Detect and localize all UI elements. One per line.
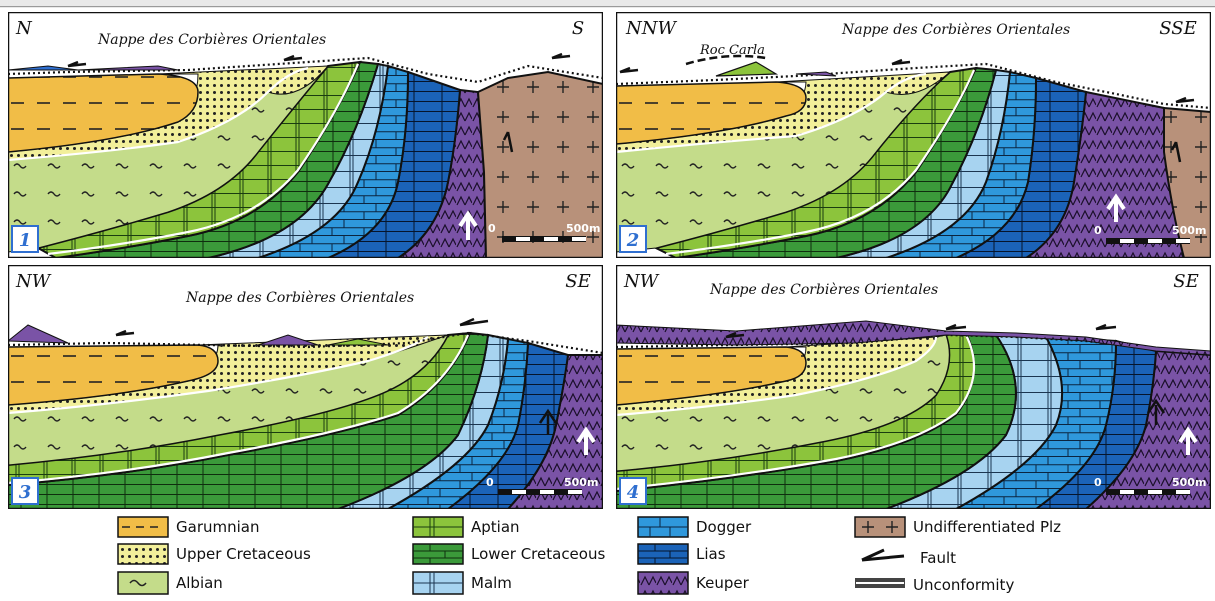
garumnian-unit (616, 346, 807, 406)
panel-4-title: Nappe des Corbières Orientales (709, 282, 938, 298)
plz-unit (476, 70, 603, 258)
section-panel-1: N S Nappe des Corbières Orientales 0 500… (8, 12, 603, 258)
svg-text:Upper Cretaceous: Upper Cretaceous (176, 545, 311, 563)
nappe-unit (616, 320, 1211, 356)
panel-3-title: Nappe des Corbières Orientales (185, 290, 414, 306)
section-panel-4: NW SE Nappe des Corbières Orientales 0 5… (616, 265, 1211, 509)
legend-item-keuper: Keuper (637, 571, 750, 595)
garumnian-unit (616, 81, 807, 145)
panel-4-left-orientation: NW (623, 271, 660, 292)
panel-1-scale-end: 500m (566, 222, 600, 235)
garumnian-unit (8, 344, 219, 406)
legend-item-lias: Lias (637, 543, 726, 565)
legend-item-dogger: Dogger (637, 516, 752, 538)
svg-text:Malm: Malm (471, 574, 512, 592)
panel-1-number: 1 (19, 230, 32, 251)
legend-item-aptian: Aptian (412, 516, 520, 538)
svg-text:Undifferentiated Plz: Undifferentiated Plz (913, 518, 1061, 536)
panel-1-left-orientation: N (15, 18, 33, 39)
legend-item-albian: Albian (117, 571, 223, 595)
legend: Garumnian Upper Cretaceous Albian Aptian… (117, 516, 1061, 595)
panel-2-title: Nappe des Corbières Orientales (841, 22, 1070, 38)
panel-3-number: 3 (19, 482, 32, 503)
legend-item-malm: Malm (412, 571, 512, 595)
section-panel-2: NNW SSE Nappe des Corbières Orientales R… (616, 12, 1211, 258)
panel-4-scale-end: 500m (1172, 476, 1206, 489)
svg-text:Dogger: Dogger (696, 518, 752, 536)
svg-text:Unconformity: Unconformity (913, 576, 1014, 594)
panel-2-left-orientation: NNW (625, 18, 678, 39)
legend-item-upper-cretaceous: Upper Cretaceous (117, 543, 311, 565)
svg-text:Lower Cretaceous: Lower Cretaceous (471, 545, 605, 563)
garumnian-unit (8, 73, 199, 153)
panel-3-left-orientation: NW (15, 271, 52, 292)
panel-4-number: 4 (627, 482, 640, 503)
panel-2-label: Roc Carla (699, 43, 765, 58)
panel-2-scale-start: 0 (1094, 224, 1102, 237)
panel-1-scale-start: 0 (488, 222, 496, 235)
svg-text:Albian: Albian (176, 574, 223, 592)
legend-item-lower-cretaceous: Lower Cretaceous (412, 543, 605, 565)
svg-text:Garumnian: Garumnian (176, 518, 259, 536)
panel-3-scale-end: 500m (564, 476, 598, 489)
panel-1-title: Nappe des Corbières Orientales (97, 32, 326, 48)
fault-icon (861, 548, 905, 562)
svg-text:Fault: Fault (920, 549, 956, 567)
svg-text:Keuper: Keuper (696, 574, 750, 592)
panel-3-scale-start: 0 (486, 476, 494, 489)
panel-2-number: 2 (626, 230, 640, 251)
svg-text:Lias: Lias (696, 545, 726, 563)
panel-2-right-orientation: SSE (1159, 18, 1197, 39)
panel-4-scale-start: 0 (1094, 476, 1102, 489)
panel-1-right-orientation: S (572, 18, 584, 39)
legend-item-garumnian: Garumnian (117, 516, 259, 538)
legend-item-fault: Fault (861, 548, 956, 567)
panel-2-scale-end: 500m (1172, 224, 1206, 237)
section-panel-3: NW SE Nappe des Corbières Orientales 0 5… (8, 265, 603, 509)
svg-text:Aptian: Aptian (471, 518, 520, 536)
legend-item-unconformity: Unconformity (855, 576, 1014, 594)
legend-item-undifferentiated-plz: Undifferentiated Plz (854, 516, 1061, 538)
panel-4-right-orientation: SE (1173, 271, 1198, 292)
panel-3-right-orientation: SE (565, 271, 590, 292)
